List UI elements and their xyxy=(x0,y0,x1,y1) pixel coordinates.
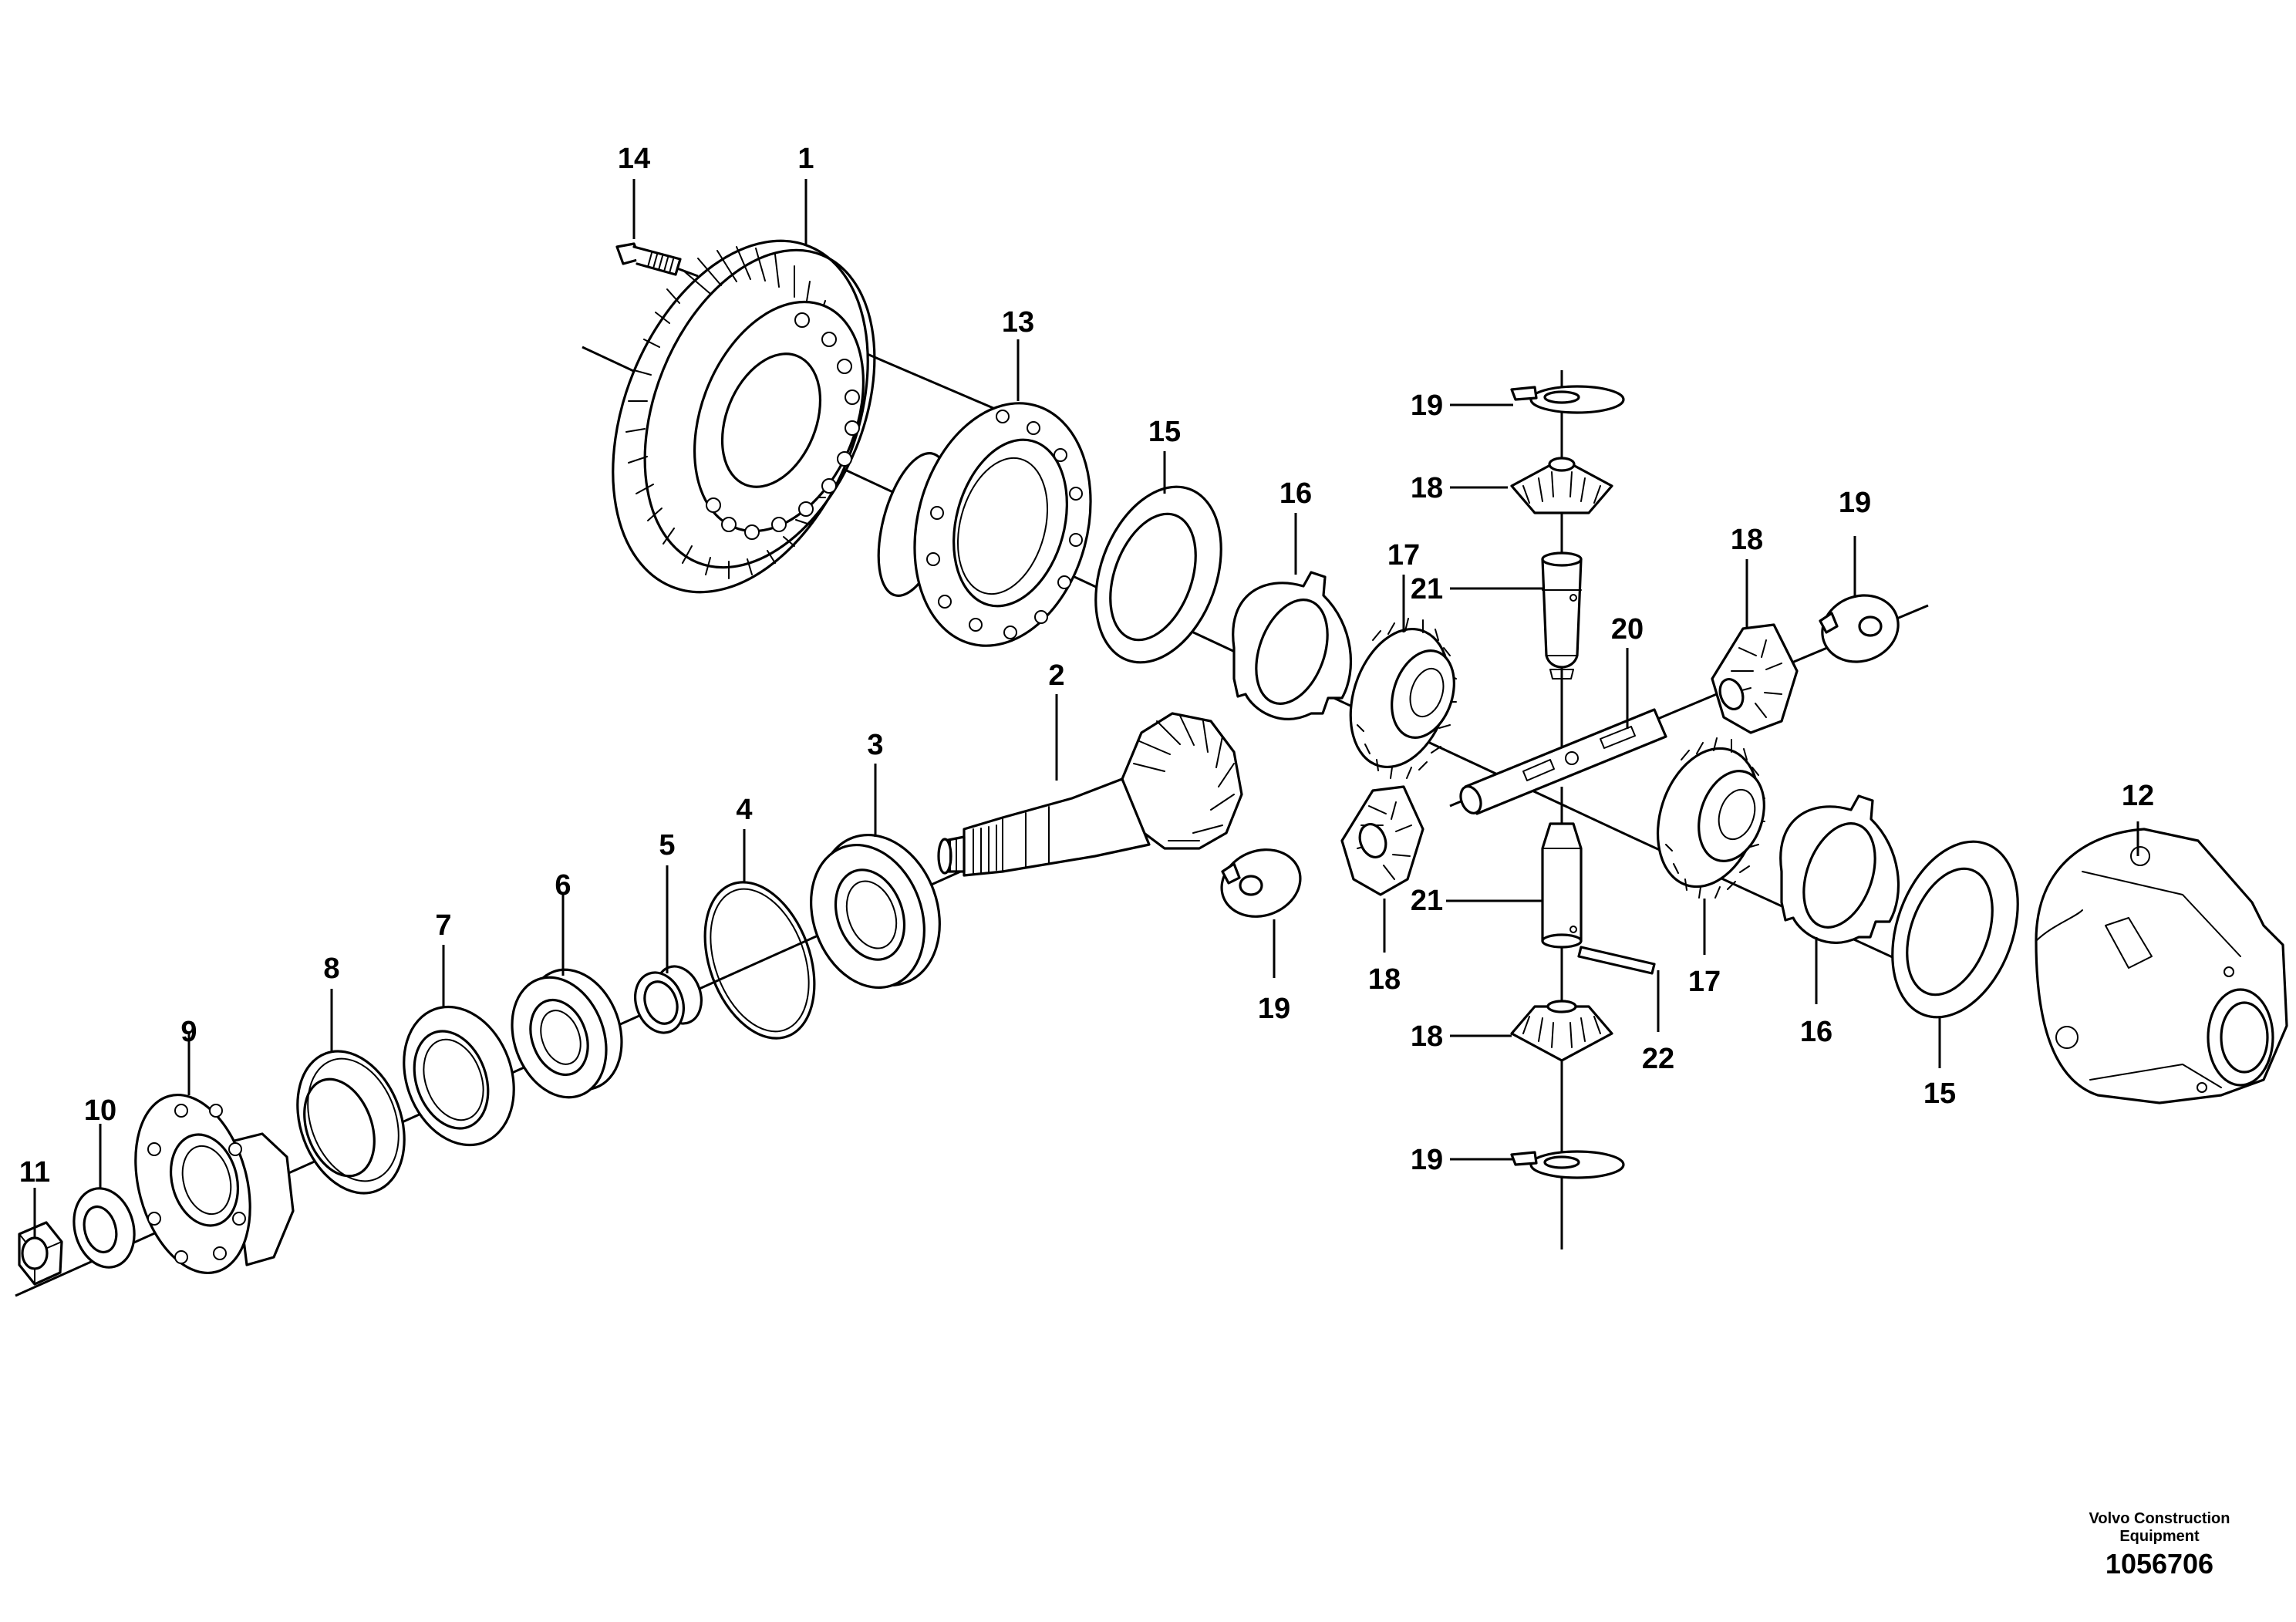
part-10-washer xyxy=(72,1187,136,1269)
part-1-ring-gear xyxy=(612,239,876,594)
callout-8: 8 xyxy=(323,953,339,985)
callout-21-upper: 21 xyxy=(1411,573,1443,605)
part-16-friction-plate-lower xyxy=(1779,794,1900,944)
callout-2: 2 xyxy=(1048,659,1064,692)
callout-19-left: 19 xyxy=(1258,993,1290,1025)
callout-13: 13 xyxy=(1002,306,1034,339)
callout-7: 7 xyxy=(435,909,451,942)
part-14-bolt xyxy=(615,242,682,276)
part-18-pinion-gear-left xyxy=(1340,785,1424,896)
callout-12: 12 xyxy=(2122,780,2154,812)
callout-14: 14 xyxy=(618,143,650,175)
callout-6: 6 xyxy=(555,869,571,902)
part-7-seal xyxy=(403,1005,515,1147)
part-21-pin-upper xyxy=(1541,551,1583,679)
callout-15-lower: 15 xyxy=(1923,1077,1956,1110)
callout-19-top: 19 xyxy=(1411,389,1443,422)
company-name-line1: Volvo Construction xyxy=(2089,1510,2230,1527)
part-13-differential-half-case xyxy=(877,402,1092,647)
part-17-side-gear-upper xyxy=(1349,618,1457,779)
callout-1: 1 xyxy=(797,143,814,175)
company-name-line2: Equipment xyxy=(2119,1528,2200,1545)
callout-19-right: 19 xyxy=(1839,487,1871,519)
callout-numbers: 14 1 13 15 16 17 19 18 21 20 18 19 2 3 4… xyxy=(19,143,2154,1189)
callout-18-bottom: 18 xyxy=(1411,1020,1443,1053)
callout-4: 4 xyxy=(736,794,752,826)
callout-17-upper: 17 xyxy=(1387,539,1420,572)
part-12-differential-case xyxy=(2035,828,2288,1104)
callout-11: 11 xyxy=(19,1156,50,1189)
part-9-companion-flange xyxy=(134,1093,295,1275)
callout-16-lower: 16 xyxy=(1800,1016,1832,1048)
part-4-shim-ring xyxy=(703,881,816,1040)
part-19-washer-bottom xyxy=(1510,1150,1625,1179)
part-11-nut xyxy=(18,1221,63,1286)
footer: Volvo Construction Equipment 1056706 xyxy=(2089,1510,2230,1580)
callout-18-top: 18 xyxy=(1411,472,1443,504)
part-19-washer-left xyxy=(1220,848,1302,918)
callout-18-right: 18 xyxy=(1731,524,1763,556)
part-17-side-gear-lower xyxy=(1656,737,1765,899)
callout-16-upper: 16 xyxy=(1279,477,1312,510)
callout-19-bottom: 19 xyxy=(1411,1144,1443,1176)
part-19-washer-right xyxy=(1819,594,1900,663)
part-22-roll-pin xyxy=(1577,946,1656,975)
part-21-pin-lower xyxy=(1541,822,1583,949)
callout-10: 10 xyxy=(84,1094,116,1127)
callout-18-left: 18 xyxy=(1368,963,1401,996)
part-8-dust-shield xyxy=(296,1050,406,1195)
leader-lines xyxy=(33,179,2139,1238)
drawing-number: 1056706 xyxy=(2106,1548,2213,1580)
part-16-friction-plate-upper xyxy=(1232,571,1353,720)
part-5-spacer xyxy=(634,965,703,1034)
part-18-pinion-gear-right xyxy=(1711,623,1799,734)
callout-22: 22 xyxy=(1642,1043,1674,1075)
part-2-drive-pinion xyxy=(937,712,1243,877)
callout-3: 3 xyxy=(867,729,883,761)
callout-20: 20 xyxy=(1611,613,1644,646)
part-6-bearing xyxy=(511,968,623,1099)
part-15-thrust-washer-upper xyxy=(1094,485,1222,664)
part-15-thrust-washer-lower xyxy=(1891,840,2019,1019)
part-18-pinion-gear-bottom xyxy=(1510,1000,1613,1062)
callout-17-lower: 17 xyxy=(1688,966,1721,998)
callout-21-lower: 21 xyxy=(1411,885,1443,917)
callout-9: 9 xyxy=(180,1016,197,1048)
part-20-spider-shaft xyxy=(1459,708,1667,815)
part-3-bearing xyxy=(810,833,941,990)
callout-15-upper: 15 xyxy=(1148,416,1181,448)
part-19-washer-top xyxy=(1510,385,1625,414)
part-18-pinion-gear-top xyxy=(1510,457,1613,514)
callout-5: 5 xyxy=(659,829,675,862)
